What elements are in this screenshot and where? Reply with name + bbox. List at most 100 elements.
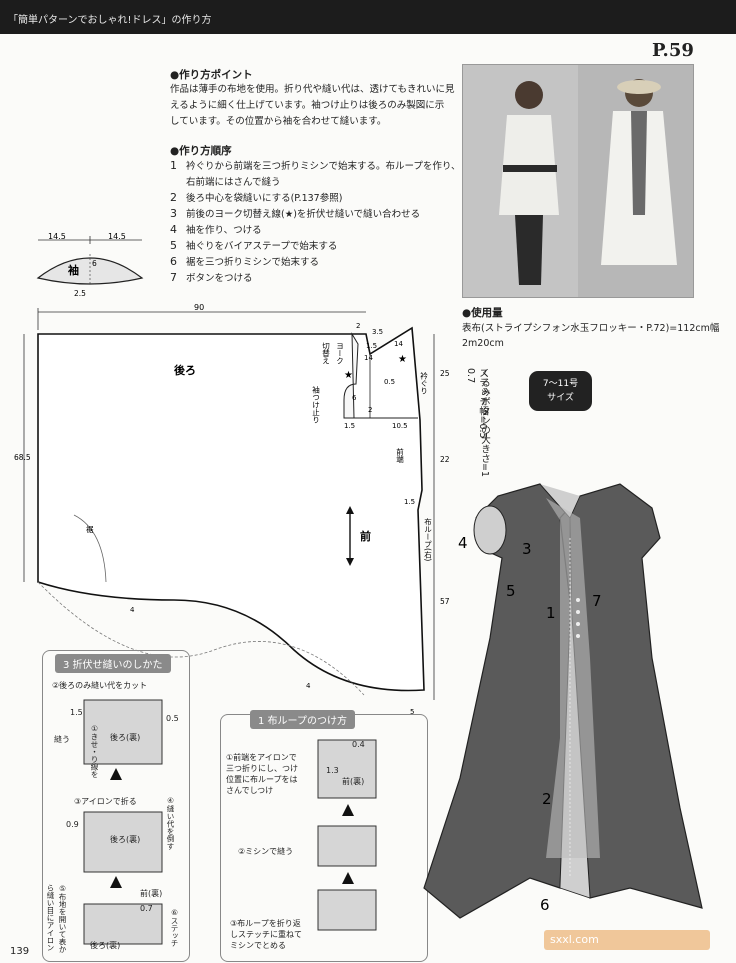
yoke-label: ヨーク	[336, 342, 345, 365]
fold-front-wrong: 前(裏)	[140, 889, 163, 898]
inset-loop-diagrams	[317, 739, 377, 931]
points-line-3: しています。その位置から袖を合わせて縫います。	[170, 116, 387, 127]
fold-back-wrong: 後ろ(裏)	[110, 733, 141, 742]
dim-2: 2	[356, 322, 360, 330]
front-label: 前	[360, 529, 371, 543]
dim-0-5: 0.5	[384, 378, 395, 386]
loop-label: 布ループ(右)	[423, 517, 432, 562]
dim-25: 25	[440, 369, 450, 378]
materials-line-1: 表布(ストライプシフォン水玉フロッキー・P.72)=112cm幅	[462, 323, 720, 334]
inset-fold-title: 3 折伏せ縫いのしかた	[55, 654, 171, 673]
button-size-note: くるみボタンの大きさ=1	[479, 368, 490, 478]
inset-fold-diagrams	[83, 699, 163, 945]
sleeve-label: 袖	[68, 263, 79, 277]
fold-step-2: ②後ろのみ縫い代をカット	[52, 681, 148, 690]
order-title: ●作り方順序	[170, 145, 232, 157]
fold-seam: 縫う	[54, 735, 70, 744]
loop-step-3: ③布ループを折り返しステッチに重ねてミシンでとめる	[230, 919, 302, 950]
dim-2b: 2	[368, 406, 372, 414]
loop-step-2: ②ミシンで縫う	[238, 847, 294, 856]
star-mark-1: ★	[398, 354, 407, 365]
watermark-banner: sxxl.com	[544, 930, 710, 950]
model-photo-illustration	[463, 65, 693, 297]
garment-number-2: 2	[542, 790, 552, 808]
stitch-width-note: ステッチ幅=0.5 0.7	[465, 368, 488, 439]
garment-number-1: 1	[546, 604, 556, 622]
hem-label: 裾	[86, 524, 94, 534]
materials-line-2: 2m20cm	[462, 338, 504, 349]
inset-loop-title: 1 布ループのつけ方	[250, 710, 355, 729]
garment-illustration: 1 2 3 4 5 6 7	[423, 483, 703, 919]
size-badge: 7〜11号 サイズ	[529, 371, 592, 411]
star-mark-2: ★	[344, 370, 353, 381]
footer-page-number: 139	[10, 946, 30, 957]
page-number: P.59	[652, 40, 694, 61]
dim-22: 22	[440, 455, 450, 464]
garment-number-3: 3	[522, 540, 532, 558]
dim-5: 5	[410, 708, 414, 716]
dim-4b: 4	[306, 682, 311, 690]
loop-step-1: ①前端をアイロンで三つ折りにし、つけ位置に布ループをはさんでしつけ	[226, 753, 298, 795]
neckline-label: 衿ぐり	[419, 371, 428, 395]
fold-back-wrong-2: 後ろ(裏)	[110, 835, 141, 844]
dim-4a: 4	[130, 606, 135, 614]
garment-number-4: 4	[458, 534, 468, 552]
dim-6: 6	[352, 394, 357, 402]
sleeve-d2: 2.5	[74, 289, 86, 298]
materials-title: ●使用量	[462, 307, 503, 319]
dim-1-5b: 1.5	[344, 422, 355, 430]
points-line-2: えるように細く仕上げています。袖つけ止りは後ろのみ製図に示	[170, 100, 445, 111]
loop-d04: 0.4	[352, 740, 365, 749]
sleeve-w1: 14.5	[48, 232, 66, 241]
dim-1-5c: 1.5	[404, 498, 415, 506]
garment-number-7: 7	[592, 592, 602, 610]
fold-step-3: ③アイロンで折る	[74, 797, 137, 806]
sleeve-w2: 14.5	[108, 232, 126, 241]
dim-10-5: 10.5	[392, 422, 408, 430]
dim-1-5a: 1.5	[366, 342, 377, 350]
size-badge-label: サイズ	[547, 393, 574, 403]
loop-d13: 1.3	[326, 766, 339, 775]
points-section: ●作り方ポイント 作品は薄手の布地を使用。折り代や縫い代は、透けてもきれいに見 …	[170, 67, 455, 130]
main-pattern: 90 68.5 後ろ 前 ヨーク 切替え 袖つけ止り 衿ぐり 前端 布ループ(右…	[14, 303, 450, 716]
sleeve-stop-label: 袖つけ止り	[311, 385, 320, 424]
fold-step-4: ④縫い代を倒す	[166, 796, 175, 850]
dim-57: 57	[440, 597, 450, 606]
back-label: 後ろ	[174, 363, 196, 377]
size-badge-range: 7〜11号	[542, 379, 579, 389]
garment-number-6: 6	[540, 896, 550, 914]
dim-3-5: 3.5	[372, 328, 383, 336]
dim-14b: 14	[364, 354, 373, 362]
step-1b: 右前端にはさんで縫う	[186, 177, 281, 188]
fold-d07: 0.7	[140, 904, 153, 913]
points-title: ●作り方ポイント	[170, 69, 253, 81]
front-edge-label: 前端	[395, 447, 404, 465]
fold-back-wrong-3: 後ろ(裏)	[90, 941, 121, 950]
switch-label: 切替え	[321, 342, 330, 365]
points-line-1: 作品は薄手の布地を使用。折り代や縫い代は、透けてもきれいに見	[170, 84, 455, 95]
inset-fold-seam	[42, 650, 190, 962]
header-bar: 「簡単パターンでおしゃれ!ドレス」の作り方	[0, 0, 736, 34]
fold-d09: 0.9	[66, 820, 79, 829]
fold-stitch: ①きせ・り線を	[90, 724, 99, 778]
fold-step-6: ⑥ステッチ	[170, 908, 179, 947]
header-title: 「簡単パターンでおしゃれ!ドレス」の作り方	[8, 15, 212, 26]
fold-d15: 1.5	[70, 708, 83, 717]
fold-d05: 0.5	[166, 714, 179, 723]
pattern-height: 68.5	[14, 453, 31, 462]
sleeve-pattern: 14.5 14.5 袖 6 2.5	[36, 232, 144, 298]
materials-section: ●使用量 表布(ストライプシフォン水玉フロッキー・P.72)=112cm幅 2m…	[462, 306, 719, 351]
model-photo	[462, 64, 694, 298]
dim-14a: 14	[394, 340, 403, 348]
fold-step-5: ⑤布地を開いて表から縫い目にアイロン	[46, 884, 67, 953]
pattern-width: 90	[194, 303, 204, 312]
sleeve-d1: 6	[92, 259, 97, 268]
loop-front-wrong: 前(裏)	[342, 777, 365, 786]
